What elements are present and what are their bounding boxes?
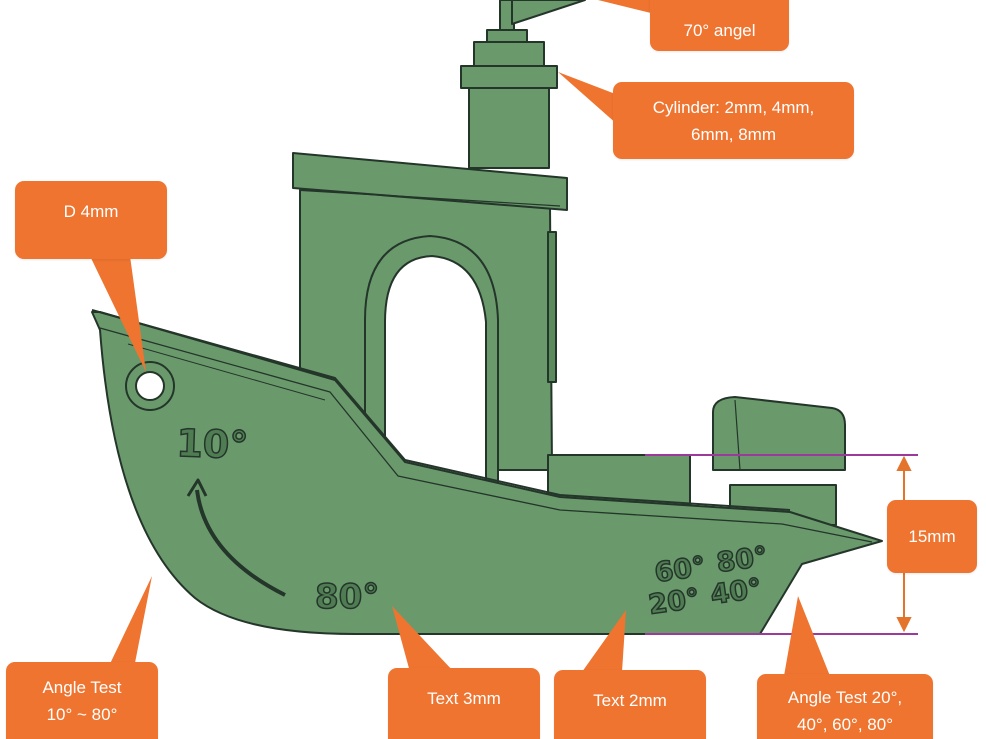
engraved-10: 10° [176, 421, 249, 467]
callout-text3-text: Text 3mm [427, 689, 501, 708]
cabin-side [547, 231, 557, 383]
callout-top-angle: 70° angel [650, 0, 789, 51]
cylinder-4mm [473, 41, 545, 67]
callout-hole-text: D 4mm [63, 202, 119, 221]
callout-text2-text: Text 2mm [593, 691, 667, 710]
callout-text2: Text 2mm [554, 670, 706, 739]
callout-hole: D 4mm [15, 181, 167, 259]
cabin-roof-edge [299, 189, 561, 207]
cylinder-6mm [460, 65, 558, 89]
hull [91, 311, 883, 635]
hull-rim-inner [99, 327, 873, 543]
cabin-roof [292, 152, 568, 211]
callout-angle-right-text: Angle Test 20°, 40°, 60°, 80° [787, 688, 903, 734]
pointer-text2 [582, 610, 626, 672]
angle-arc-arrowhead [186, 478, 208, 497]
engraved-80: 80° [315, 577, 379, 617]
callout-angle-left: Angle Test 10° ~ 80° [6, 662, 158, 739]
pointer-text3 [392, 606, 454, 672]
callout-height: 15mm [887, 500, 977, 573]
callout-cylinder: Cylinder: 2mm, 4mm, 6mm, 8mm [613, 82, 854, 159]
pointer-top [598, 0, 655, 14]
cylinder-8mm [468, 87, 550, 169]
pointer-hole [90, 256, 146, 372]
engraved-40: 40° [709, 573, 764, 611]
capstan-groove [734, 399, 741, 471]
cylinder-2mm [486, 29, 528, 43]
cabin-doorway-opening [384, 255, 487, 481]
pointer-angle-left [108, 576, 152, 668]
flag [511, 0, 586, 25]
angle-arc [195, 489, 286, 597]
hull-rim [91, 309, 791, 511]
pointer-cylinder [558, 72, 618, 125]
hull-rim-lower [127, 343, 326, 401]
callout-top-angle-text: 70° angel [683, 21, 756, 40]
pointer-angle-right [784, 596, 830, 676]
capstan-top [712, 396, 846, 471]
callout-cylinder-text: Cylinder: 2mm, 4mm, 6mm, 8mm [652, 97, 815, 144]
callout-angle-left-text: Angle Test 10° ~ 80° [42, 677, 122, 724]
callout-angle-right: Angle Test 20°, 40°, 60°, 80° [757, 674, 933, 739]
callout-height-text: 15mm [908, 527, 956, 546]
engraved-20: 20° [647, 583, 702, 621]
callout-text3: Text 3mm [388, 668, 540, 739]
engraved-60: 60° [653, 551, 708, 589]
hawse-hole [135, 371, 165, 401]
